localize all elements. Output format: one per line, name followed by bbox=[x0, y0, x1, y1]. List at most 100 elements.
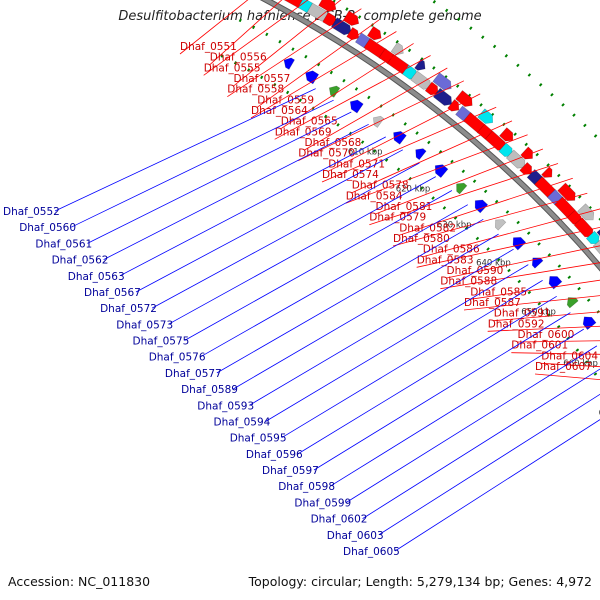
reverse-gene-3-shape bbox=[349, 99, 364, 114]
forward-leader-line-18 bbox=[392, 192, 588, 247]
reverse-gene-12-shape bbox=[531, 257, 544, 269]
reverse-leader-line-2 bbox=[87, 111, 352, 244]
forward-gene-outer-16-shape bbox=[455, 90, 473, 107]
reverse-gene-10-shape bbox=[495, 219, 507, 231]
forward-leader-line-5 bbox=[256, 19, 380, 108]
reverse-gene-label-17: Dhaf_0598 bbox=[278, 481, 335, 493]
forward-leader-line-19 bbox=[422, 208, 600, 258]
genome-summary-text: Topology: circular; Length: 5,279,134 bp… bbox=[248, 574, 592, 589]
forward-gene-outer-20 bbox=[499, 127, 514, 142]
forward-gene-outer-6 bbox=[342, 10, 360, 26]
forward-leader-line-6 bbox=[250, 31, 397, 119]
reverse-leader-line-17 bbox=[329, 328, 585, 487]
forward-gene-label-24: Dhaf_0587 bbox=[464, 297, 521, 309]
forward-leader-line-2 bbox=[203, 0, 309, 76]
forward-gene-label-3: Dhaf_0557 bbox=[234, 73, 291, 85]
forward-gene-label-27: Dhaf_0600 bbox=[518, 329, 575, 341]
forward-leader-line-24 bbox=[463, 295, 600, 311]
forward-gene-label-22: Dhaf_0588 bbox=[440, 276, 497, 288]
forward-gene-outer-30 bbox=[596, 224, 600, 241]
reverse-gene-label-10: Dhaf_0577 bbox=[165, 368, 222, 380]
forward-gene-23 bbox=[519, 162, 532, 175]
reverse-leader-line-7 bbox=[168, 176, 436, 325]
forward-leader-line-20 bbox=[416, 226, 600, 268]
forward-leader-line-11 bbox=[327, 93, 481, 172]
forward-gene-label-12: Dhaf_0574 bbox=[322, 169, 379, 181]
reverse-gene-label-9: Dhaf_0576 bbox=[149, 352, 206, 364]
forward-leader-line-17 bbox=[399, 177, 573, 236]
forward-gene-31 bbox=[592, 238, 600, 258]
reverse-leader-line-0 bbox=[54, 88, 316, 212]
reverse-gene-10 bbox=[495, 219, 507, 231]
forward-gene-label-14: Dhaf_0584 bbox=[346, 190, 403, 202]
reverse-gene-7-shape bbox=[434, 164, 449, 178]
forward-gene-6 bbox=[330, 17, 352, 36]
reverse-leader-line-18 bbox=[346, 345, 598, 503]
reverse-leader-line-1 bbox=[71, 99, 334, 228]
reverse-gene-8 bbox=[456, 182, 468, 195]
forward-leader-line-27 bbox=[517, 340, 600, 343]
reverse-gene-1 bbox=[305, 70, 320, 85]
forward-gene-14-shape bbox=[424, 81, 439, 96]
reverse-gene-label-8: Dhaf_0575 bbox=[133, 336, 190, 348]
forward-gene-outer-12 bbox=[414, 58, 426, 71]
genome-backbone bbox=[262, 0, 600, 271]
tick-track-1 bbox=[238, 18, 600, 317]
reverse-gene-8-shape bbox=[456, 182, 468, 195]
reverse-gene-label-16: Dhaf_0597 bbox=[262, 465, 319, 477]
reverse-gene-label-1: Dhaf_0560 bbox=[19, 222, 76, 234]
reverse-gene-label-2: Dhaf_0561 bbox=[35, 238, 92, 250]
forward-leader-line-13 bbox=[351, 120, 513, 194]
reverse-gene-label-4: Dhaf_0563 bbox=[68, 271, 125, 283]
reverse-leader-line-6 bbox=[151, 162, 420, 309]
reverse-gene-6-shape bbox=[415, 148, 427, 161]
forward-leader-line-9 bbox=[304, 67, 448, 151]
forward-leader-line-28 bbox=[511, 352, 600, 355]
reverse-gene-label-0: Dhaf_0552 bbox=[3, 206, 60, 218]
forward-leader-line-23 bbox=[470, 279, 600, 300]
forward-leader-line-29 bbox=[541, 362, 600, 368]
forward-gene-label-16: Dhaf_0579 bbox=[369, 212, 426, 224]
kbp-tick-label-2: 630 kbp bbox=[437, 221, 472, 231]
forward-gene-outer-24-shape bbox=[541, 166, 553, 178]
reverse-leader-line-11 bbox=[232, 233, 499, 390]
forward-leader-line-30 bbox=[534, 373, 600, 381]
forward-leader-line-21 bbox=[446, 245, 600, 279]
kbp-tick-label-5: 660 kbp bbox=[563, 359, 598, 369]
reverse-gene-1-shape bbox=[305, 70, 320, 85]
reverse-gene-0 bbox=[283, 57, 295, 70]
reverse-gene-3 bbox=[349, 99, 364, 114]
reverse-leader-line-9 bbox=[200, 204, 468, 358]
reverse-leader-line-21 bbox=[394, 419, 600, 552]
reverse-leader-line-10 bbox=[216, 218, 484, 374]
reverse-gene-5 bbox=[393, 130, 407, 145]
forward-gene-30 bbox=[585, 230, 600, 245]
reverse-gene-11 bbox=[512, 237, 527, 251]
accession-text: Accession: NC_011830 bbox=[8, 574, 151, 589]
forward-gene-30-shape bbox=[585, 230, 600, 245]
reverse-gene-12 bbox=[531, 257, 544, 269]
reverse-gene-2 bbox=[328, 85, 341, 98]
forward-leader-line-0 bbox=[179, 0, 249, 55]
forward-gene-label-4: Dhaf_0558 bbox=[227, 84, 284, 96]
reverse-gene-label-3: Dhaf_0562 bbox=[52, 255, 109, 267]
forward-leader-line-10 bbox=[298, 80, 465, 162]
reverse-gene-14 bbox=[566, 297, 579, 309]
forward-gene-label-18: Dhaf_0580 bbox=[393, 233, 450, 245]
forward-gene-31-shape bbox=[592, 238, 600, 258]
forward-gene-outer-26-shape bbox=[557, 182, 576, 201]
forward-gene-outer-8-shape bbox=[366, 26, 382, 41]
reverse-gene-13-shape bbox=[548, 276, 563, 290]
forward-gene-label-17: Dhaf_0582 bbox=[399, 222, 456, 234]
forward-gene-outer-6-shape bbox=[342, 10, 360, 26]
forward-leader-line-25 bbox=[493, 311, 600, 322]
forward-gene-6-shape bbox=[330, 17, 352, 36]
reverse-leader-line-5 bbox=[135, 149, 403, 293]
reverse-gene-label-5: Dhaf_0567 bbox=[84, 287, 141, 299]
forward-gene-label-21: Dhaf_0590 bbox=[447, 265, 504, 277]
forward-gene-label-0: Dhaf_0551 bbox=[180, 41, 237, 53]
reverse-leader-line-4 bbox=[119, 136, 386, 277]
reverse-gene-15 bbox=[582, 316, 597, 331]
reverse-gene-label-11: Dhaf_0589 bbox=[181, 384, 238, 396]
reverse-gene-label-21: Dhaf_0605 bbox=[343, 546, 400, 558]
